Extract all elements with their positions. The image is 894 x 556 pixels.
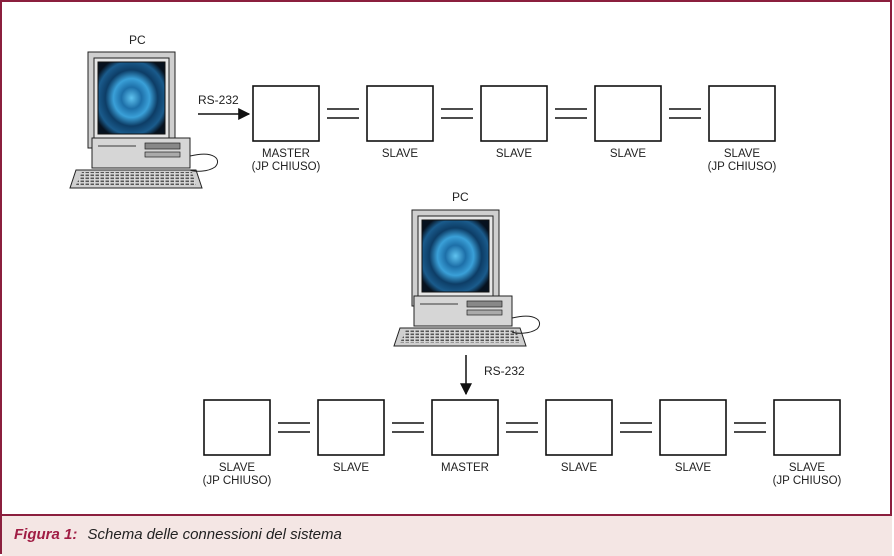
bottom-pc-label: PC xyxy=(452,190,469,204)
top-pc-label: PC xyxy=(129,33,146,47)
top-node-sublabel-5: (JP CHIUSO) xyxy=(708,161,777,173)
top-rs232-label: RS-232 xyxy=(198,93,239,107)
top-node-label-5: SLAVE xyxy=(724,148,761,160)
top-pc: PC xyxy=(69,33,219,189)
bottom-node-label-6: SLAVE xyxy=(789,462,826,474)
bottom-connectors xyxy=(278,422,766,433)
top-node-box-4 xyxy=(594,85,662,142)
figure-number: Figura 1: xyxy=(14,526,78,543)
top-node-label-1: MASTER xyxy=(262,148,310,160)
bottom-node-box-6 xyxy=(773,399,841,456)
figure-caption: Figura 1: Schema delle connessioni del s… xyxy=(14,526,342,543)
bottom-node-box-5 xyxy=(659,399,727,456)
connection-diagram: PC RS-232 xyxy=(69,33,842,487)
top-node-box-3 xyxy=(480,85,548,142)
top-node-label-4: SLAVE xyxy=(610,148,647,160)
top-computer-icon xyxy=(69,51,219,189)
bottom-node-sublabel-1: (JP CHIUSO) xyxy=(203,475,272,487)
top-node-sublabel-1: (JP CHIUSO) xyxy=(252,161,321,173)
bottom-computer-icon xyxy=(393,209,541,347)
figure-caption-text: Schema delle connessioni del sistema xyxy=(87,526,342,543)
top-chain: MASTER (JP CHIUSO) SLAVE SLAVE SLAVE SLA… xyxy=(252,85,777,173)
bottom-rs232-link: RS-232 xyxy=(460,355,525,396)
bottom-node-box-2 xyxy=(317,399,385,456)
bottom-chain: SLAVE (JP CHIUSO) SLAVE MASTER SLAVE SLA… xyxy=(203,399,842,487)
bottom-rs232-label: RS-232 xyxy=(484,364,525,378)
bottom-node-label-4: SLAVE xyxy=(561,462,598,474)
top-node-label-2: SLAVE xyxy=(382,148,419,160)
bottom-node-label-1: SLAVE xyxy=(219,462,256,474)
bottom-node-box-4 xyxy=(545,399,613,456)
caption-bar: Figura 1: Schema delle connessioni del s… xyxy=(2,514,892,556)
bottom-node-box-1 xyxy=(203,399,271,456)
bottom-pc: PC xyxy=(393,190,541,347)
top-node-box-2 xyxy=(366,85,434,142)
top-connectors xyxy=(327,108,701,119)
bottom-node-label-2: SLAVE xyxy=(333,462,370,474)
top-node-box-1 xyxy=(252,85,320,142)
bottom-node-box-3 xyxy=(431,399,499,456)
bottom-node-label-3: MASTER xyxy=(441,462,489,474)
bottom-node-sublabel-6: (JP CHIUSO) xyxy=(773,475,842,487)
top-node-box-5 xyxy=(708,85,776,142)
top-node-label-3: SLAVE xyxy=(496,148,533,160)
bottom-node-label-5: SLAVE xyxy=(675,462,712,474)
top-rs232-link: RS-232 xyxy=(198,93,251,120)
